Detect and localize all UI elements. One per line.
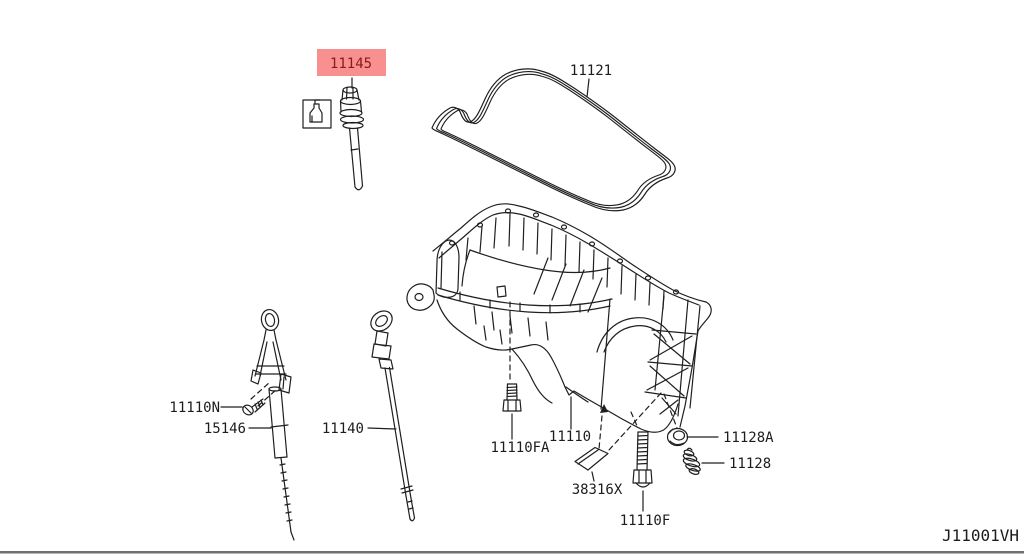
part-label-11128[interactable]: 11128 (729, 456, 771, 472)
part-label-11121[interactable]: 11121 (570, 63, 612, 79)
part-label-38316X[interactable]: 38316X (572, 482, 623, 498)
part-drawing-11128 (682, 447, 701, 475)
part-label-11110F[interactable]: 11110F (620, 513, 671, 529)
part-drawing-11110F (632, 431, 653, 488)
part-drawing-38316X (574, 446, 609, 471)
part-drawing-11110 (406, 203, 712, 433)
part-label-11110[interactable]: 11110 (549, 429, 591, 445)
sealant-note-icon (302, 99, 332, 129)
part-labels: 11145 11121 11110N 15146 11140 11110FA 1… (169, 49, 774, 529)
part-label-11110N[interactable]: 11110N (169, 400, 220, 416)
part-drawing-11110N (242, 398, 266, 416)
part-label-11140[interactable]: 11140 (322, 421, 364, 437)
part-drawing-11110FA (502, 383, 522, 412)
part-drawing-15146 (250, 308, 295, 541)
part-label-11110FA[interactable]: 11110FA (490, 440, 550, 456)
part-label-11145-text: 11145 (330, 56, 372, 72)
part-drawing-11140 (370, 310, 416, 522)
part-label-11128A[interactable]: 11128A (723, 430, 774, 446)
part-drawing-11145 (339, 86, 365, 191)
part-drawing-11128A (666, 427, 689, 447)
part-label-15146[interactable]: 15146 (204, 421, 246, 437)
diagram-code: J11001VH (942, 526, 1019, 545)
part-label-11145[interactable]: 11145 (317, 49, 386, 76)
reference-dashed-lines (250, 301, 678, 451)
bottom-divider (0, 551, 1024, 554)
leader-lines (220, 77, 725, 512)
part-drawing-11121 (431, 68, 676, 212)
